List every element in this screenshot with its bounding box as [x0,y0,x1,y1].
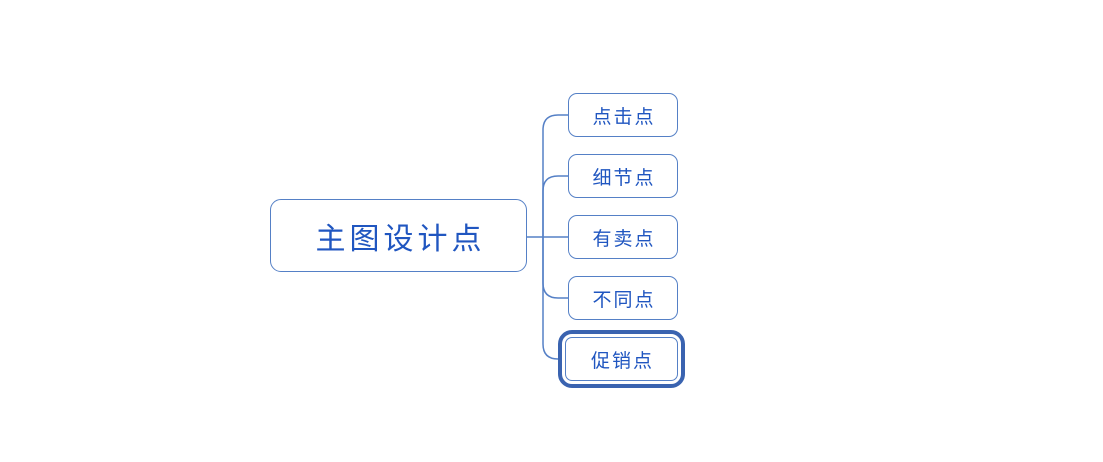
child-node-label: 不同点 [592,288,656,311]
connector-to-child-2 [542,175,569,238]
child-node-1[interactable]: 点击点 [568,93,678,137]
child-node-2[interactable]: 细节点 [568,154,678,198]
connector-to-child-1 [542,114,569,238]
child-node-label: 有卖点 [592,227,656,250]
child-node-4[interactable]: 不同点 [568,276,678,320]
child-node-3[interactable]: 有卖点 [568,215,678,259]
child-node-5-selected[interactable]: 促销点 [558,330,685,388]
connector-to-child-4 [542,236,569,299]
child-node-label: 点击点 [592,105,656,128]
child-node-label: 细节点 [592,166,656,189]
child-node-label: 促销点 [590,349,654,372]
root-node-label: 主图设计点 [315,221,486,257]
connector-to-child-5 [542,236,561,360]
root-node[interactable]: 主图设计点 [270,199,527,272]
